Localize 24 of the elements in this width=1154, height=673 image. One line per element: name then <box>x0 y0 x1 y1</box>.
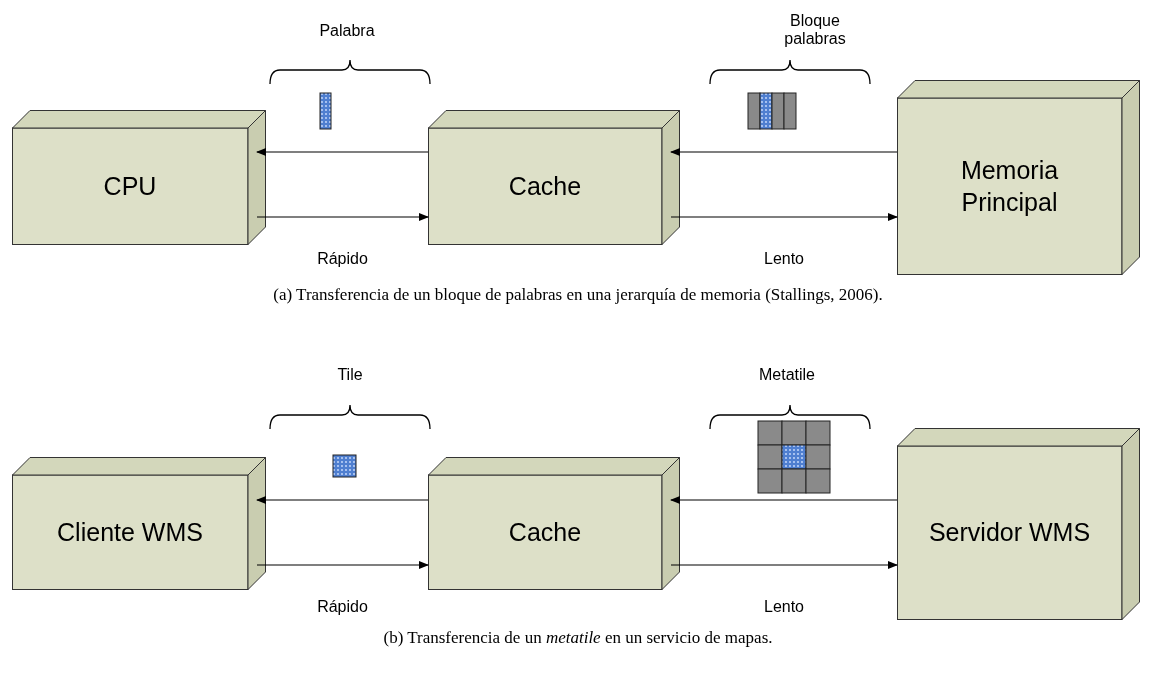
node-label: Servidor WMS <box>928 517 1091 549</box>
bracket-label: Palabra <box>318 22 376 40</box>
edge-label: Rápido <box>317 250 368 268</box>
node-label: Cache <box>508 170 582 202</box>
arrow <box>256 213 429 221</box>
figure-caption: (a) Transferencia de un bloque de palabras en una jerarquía de memoria (Stallings, 2006). <box>273 285 883 305</box>
edge-label: Lento <box>764 250 804 268</box>
arrow <box>670 561 898 569</box>
node-label: CPU <box>103 170 157 202</box>
arrow <box>256 496 429 504</box>
bracket-label: Tile <box>336 366 364 384</box>
node-label: Cliente WMS <box>57 516 203 548</box>
node-label: Cache <box>508 516 582 548</box>
arrow <box>256 148 429 156</box>
arrow <box>670 213 898 221</box>
edge-label: Rápido <box>317 598 368 616</box>
edge-label: Lento <box>764 598 804 616</box>
bracket-label: Metatile <box>758 366 816 384</box>
bracket-label: Bloque palabras <box>783 12 847 48</box>
arrow <box>670 496 898 504</box>
arrow <box>256 561 429 569</box>
node-label: Memoria Principal <box>959 155 1060 218</box>
figure-caption: (b) Transferencia de un metatile en un servicio de mapas. <box>383 628 773 648</box>
arrow <box>670 148 898 156</box>
